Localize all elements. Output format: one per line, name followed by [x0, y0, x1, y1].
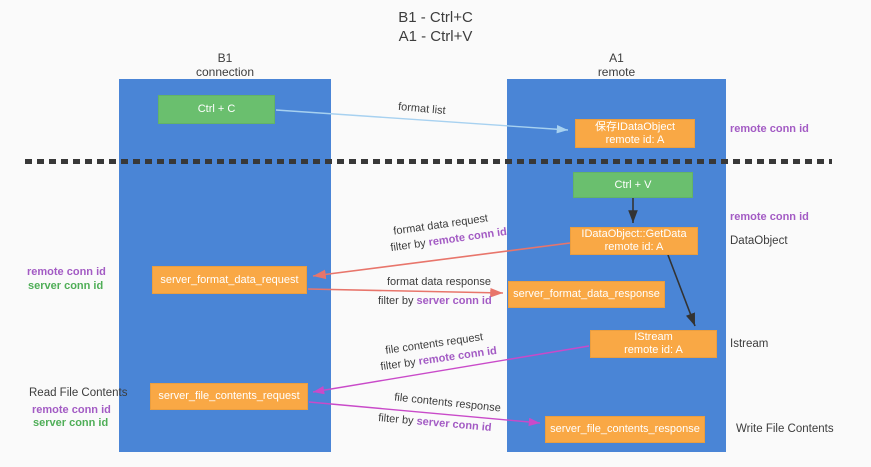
filter-by-server-conn-id-label-1: filter by server conn id — [378, 295, 492, 307]
format-list-label: format list — [397, 100, 447, 118]
ctrl-v-node: Ctrl + V — [573, 172, 693, 198]
getdata-remote-id: remote id: A — [604, 241, 664, 253]
remote-conn-id-annotation-left-1: remote conn id — [27, 266, 106, 278]
ctrl-v-label: Ctrl + V — [614, 178, 652, 191]
file-contents-response-label: file contents response — [393, 391, 502, 415]
phase-separator-dashed-line — [25, 159, 832, 164]
idataobject-getdata-node: IDataObject::GetData remote id: A — [570, 227, 698, 255]
remote-conn-id-annotation-top: remote conn id — [730, 123, 809, 135]
filter-by-text: filter by — [379, 355, 420, 374]
server-conn-id-annotation-left-2: server conn id — [33, 417, 109, 429]
remote-conn-id-annotation-mid: remote conn id — [730, 211, 809, 223]
server-file-contents-response-node: server_file_contents_response — [545, 416, 705, 443]
server-conn-id-text: server conn id — [416, 295, 492, 307]
filter-by-server-conn-id-label-2: filter by server conn id — [378, 412, 492, 434]
istream-annotation: Istream — [730, 338, 769, 350]
server-file-contents-response-label: server_file_contents_response — [550, 423, 700, 435]
right-column-name: A1 — [609, 51, 624, 65]
ctrl-c-label: Ctrl + C — [197, 103, 236, 115]
filter-by-text: filter by — [389, 236, 430, 255]
getdata-label: IDataObject::GetData — [581, 228, 687, 240]
save-idataobject-remote-id: remote id: A — [605, 133, 665, 146]
server-format-data-request-label: server_format_data_request — [160, 273, 299, 286]
save-idataobject-label: 保存IDataObject — [594, 120, 676, 133]
server-format-data-response-node: server_format_data_response — [508, 281, 665, 308]
filter-by-text: filter by — [377, 412, 418, 428]
server-conn-id-text: server conn id — [416, 415, 493, 434]
format-data-response-arrow — [307, 287, 504, 298]
dataobject-annotation: DataObject — [730, 235, 788, 247]
right-column-header: A1 remote — [507, 51, 726, 79]
ctrl-c-node: Ctrl + C — [158, 95, 275, 124]
diagram-title: B1 - Ctrl+C A1 - Ctrl+V — [0, 8, 871, 46]
write-file-contents-annotation: Write File Contents — [736, 423, 834, 435]
server-format-data-request-node: server_format_data_request — [152, 266, 307, 294]
filter-by-text: filter by — [378, 295, 417, 307]
left-column-name: B1 — [217, 51, 233, 65]
title-line-1: B1 - Ctrl+C — [398, 9, 473, 26]
left-column-header: B1 connection — [119, 51, 331, 79]
istream-node: IStream remote id: A — [590, 330, 717, 358]
save-idataobject-node: 保存IDataObject remote id: A — [575, 119, 695, 148]
left-column-role: connection — [195, 65, 255, 79]
right-column-role: remote — [597, 65, 636, 79]
server-format-data-response-label: server_format_data_response — [513, 288, 660, 300]
server-conn-id-annotation-left-1: server conn id — [28, 280, 104, 292]
istream-label: IStream — [634, 331, 673, 343]
read-file-contents-annotation: Read File Contents — [29, 387, 128, 399]
format-data-response-label: format data response — [387, 276, 491, 288]
istream-remote-id: remote id: A — [624, 344, 683, 356]
server-file-contents-request-node: server_file_contents_request — [150, 383, 308, 410]
remote-conn-id-annotation-left-2: remote conn id — [32, 404, 111, 416]
title-line-2: A1 - Ctrl+V — [398, 28, 473, 45]
server-file-contents-request-label: server_file_contents_request — [158, 390, 300, 402]
